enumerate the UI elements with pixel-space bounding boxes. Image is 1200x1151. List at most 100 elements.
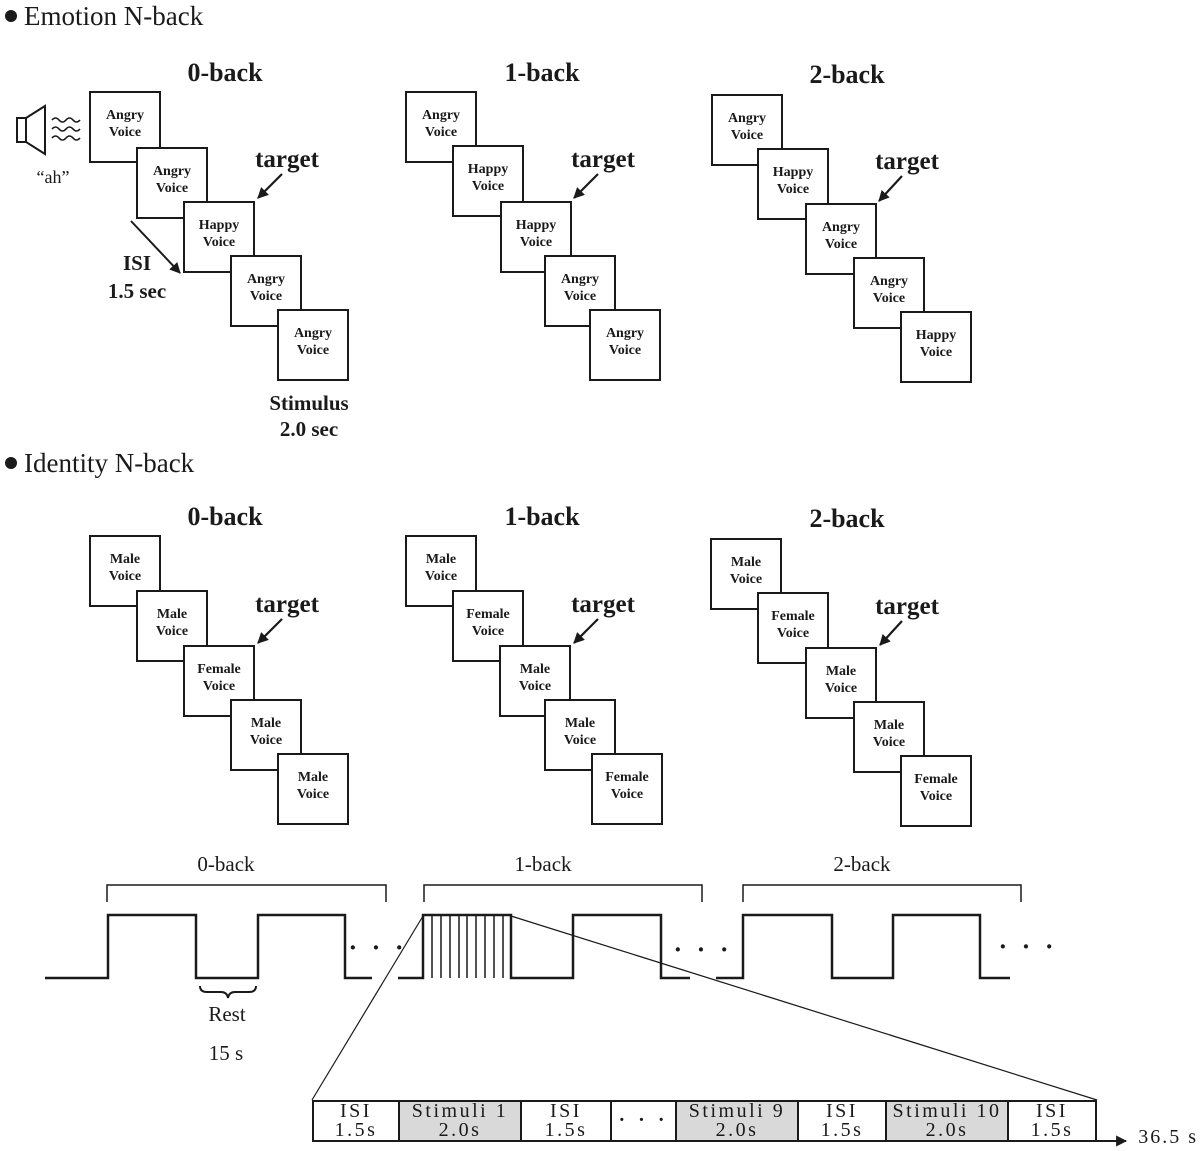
card-label: Happy (198, 218, 240, 233)
card-label: Angry (727, 111, 767, 126)
sequence-cell-duration: 2.0s (925, 1119, 969, 1140)
sequence-cell-label: Stimuli 9 (688, 1102, 786, 1122)
card-label: Voice (296, 787, 330, 802)
arrow-icon (879, 620, 903, 646)
sequence-cell-label: Stimuli 1 (411, 1102, 509, 1122)
emotion-panel-1-title: 1-back (504, 58, 580, 87)
emotion-panel-2-target-label: target (875, 148, 939, 175)
emotion-panel-1-target-label: target (571, 146, 635, 173)
card-label: Male (519, 662, 551, 677)
card-label: Voice (563, 289, 597, 304)
card-label: Happy (772, 165, 814, 180)
rest-label: Rest (208, 1002, 246, 1026)
card-label: Angry (821, 220, 861, 235)
timeline-block-label: 2-back (833, 852, 891, 876)
card-label: Voice (872, 735, 906, 750)
card-label: Female (605, 770, 649, 785)
timeline-ellipsis: · · · (348, 933, 408, 962)
stimulus-label: Stimulus (269, 391, 349, 415)
arrow-icon (878, 175, 903, 202)
sequence-cell: · · · (610, 1102, 675, 1140)
timeline-ellipsis: · · · (673, 935, 733, 964)
card-label: Voice (108, 569, 142, 584)
sequence-cell-label: ISI (340, 1102, 372, 1122)
sequence-cell-duration: 2.0s (715, 1119, 759, 1140)
bracket-1-back (423, 884, 703, 902)
card-label: Voice (202, 679, 236, 694)
bracket-0-back (106, 884, 387, 902)
arrow-icon (573, 618, 599, 644)
utterance-label: “ah” (36, 167, 70, 187)
emotion-panel-0-title: 0-back (187, 58, 263, 87)
identity-panel-1-title: 1-back (504, 502, 580, 531)
card-label: Male (425, 552, 457, 567)
card-label: Male (297, 770, 329, 785)
card-label: Voice (155, 181, 189, 196)
card-label: Voice (919, 345, 953, 360)
card-label: Angry (560, 272, 600, 287)
sequence-cell-duration: 2.0s (438, 1119, 482, 1140)
card-label: Angry (869, 274, 909, 289)
rest-brace (199, 985, 257, 999)
bullet-icon (5, 457, 17, 469)
block-waveform-1-back (398, 913, 690, 980)
card-label: Voice (424, 125, 458, 140)
card-label: Voice (919, 789, 953, 804)
card-label: Angry (246, 272, 286, 287)
sequence-cell-label: Stimuli 10 (892, 1102, 1002, 1122)
card-label: Voice (519, 235, 553, 250)
card-label: Angry (421, 108, 461, 123)
sequence-cell-duration: 1.5s (334, 1119, 378, 1140)
card-label: Voice (729, 572, 763, 587)
block-waveform-0-back (45, 913, 372, 980)
stimulus-pulses (431, 915, 504, 978)
speaker-icon (16, 104, 46, 156)
card-label: Male (109, 552, 141, 567)
sequence-cell-label: · · · (618, 1109, 669, 1131)
identity-section-title: Identity N-back (24, 448, 195, 478)
card-label: Male (564, 716, 596, 731)
sequence-cell-label: ISI (1036, 1102, 1068, 1122)
block-brackets (106, 884, 1022, 902)
sequence-cell-label: ISI (826, 1102, 858, 1122)
card-label: Voice (518, 679, 552, 694)
card-label: Voice (872, 291, 906, 306)
identity-panel-2-target-label: target (875, 593, 939, 620)
rest-duration: 15 s (208, 1041, 244, 1065)
card-label: Voice (424, 569, 458, 584)
arrow-icon (257, 173, 283, 199)
card-label: Male (825, 664, 857, 679)
card-label: Female (771, 609, 815, 624)
card-label: Voice (824, 237, 858, 252)
stimulus-duration: 2.0 sec (279, 417, 339, 441)
emotion-panel-2-title: 2-back (809, 60, 885, 89)
card-label: Voice (296, 343, 330, 358)
card-label: Male (156, 607, 188, 622)
sequence-cell-label: ISI (550, 1102, 582, 1122)
isi-label: ISI (122, 251, 152, 275)
identity-panel-2-title: 2-back (809, 504, 885, 533)
timeline-block-label: 1-back (514, 852, 572, 876)
card-label: Voice (108, 125, 142, 140)
bracket-2-back (742, 884, 1022, 902)
card-label: Voice (776, 182, 810, 197)
block-total-duration: 36.5 s (1138, 1126, 1198, 1148)
card-label: Voice (249, 289, 283, 304)
card-label: Angry (293, 326, 333, 341)
